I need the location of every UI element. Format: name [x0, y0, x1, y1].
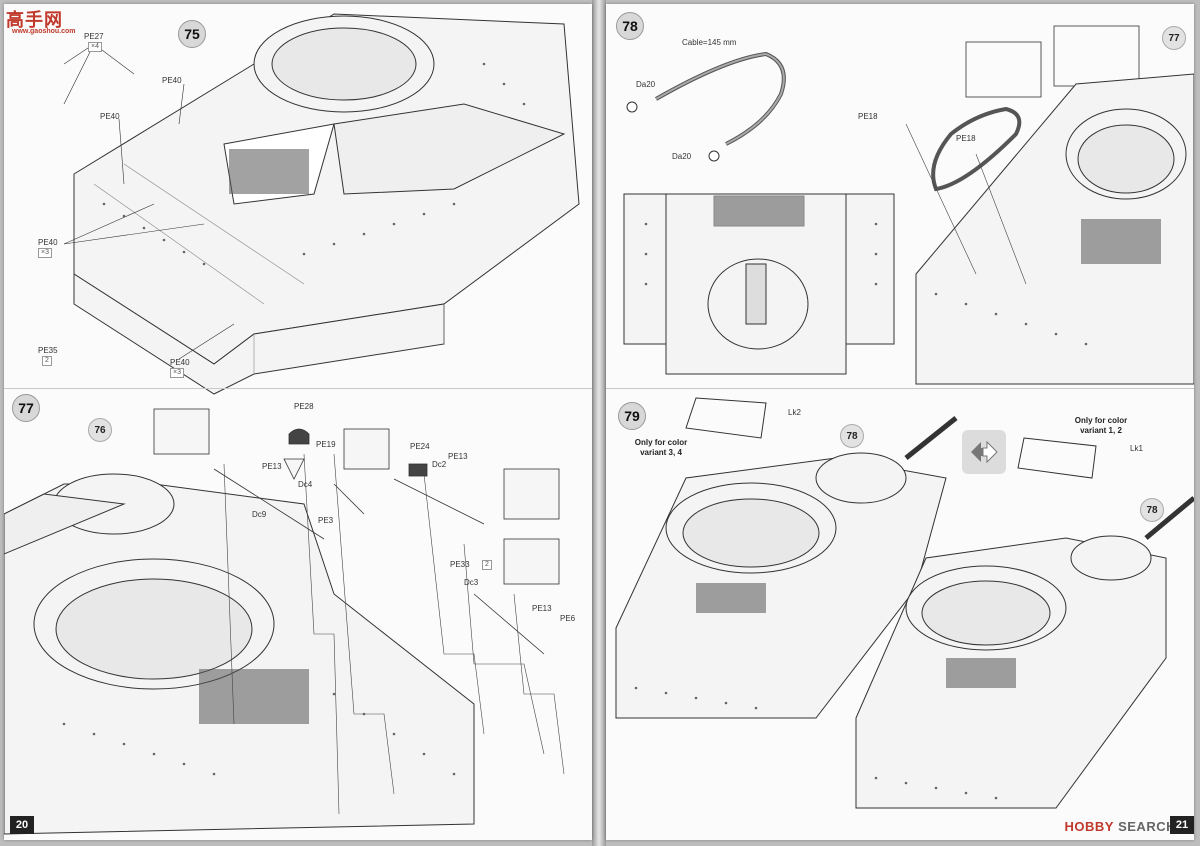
label-pe13-c: PE13: [532, 604, 552, 613]
label-da20-a: Da20: [636, 80, 656, 89]
qty-pe27: ×4: [88, 42, 102, 52]
label-pe40-bottom: PE40: [170, 358, 190, 367]
label-pe24: PE24: [410, 442, 430, 451]
step-divider: [4, 388, 592, 389]
left-page: 高手网 www.gaoshou.com 75: [4, 4, 592, 840]
label-dc9: Dc9: [252, 510, 267, 519]
right-page: 78 77: [606, 4, 1194, 840]
label-pe3: PE3: [318, 516, 334, 525]
label-cable-length: Cable=145 mm: [682, 38, 737, 47]
label-pe40-mid: PE40: [100, 112, 120, 121]
watermark-site: 高手网: [6, 10, 63, 31]
label-pe40-left: PE40: [38, 238, 58, 247]
label-lk1: Lk1: [1130, 444, 1143, 453]
qty-pe40-bottom: ×3: [170, 368, 184, 378]
arrow-swap-icon: [962, 430, 1006, 474]
step-77-hull-drawing: [4, 408, 565, 835]
label-pe33: PE33: [450, 560, 470, 569]
label-pe18-b: PE18: [956, 134, 976, 143]
step-79-number: 79: [618, 402, 646, 430]
label-da20-b: Da20: [672, 152, 692, 161]
step-divider-right: [606, 388, 1194, 389]
watermark-url: www.gaoshou.com: [12, 28, 76, 35]
step-77-number: 77: [12, 394, 40, 422]
variant-note-3-4: Only for color variant 3, 4: [634, 438, 688, 457]
qty-pe35: 2: [42, 356, 52, 366]
step-78-number: 78: [616, 12, 644, 40]
step-79-ref-a: 78: [840, 424, 864, 448]
label-pe28: PE28: [294, 402, 314, 411]
label-dc4: Dc4: [298, 480, 313, 489]
label-pe19: PE19: [316, 440, 336, 449]
label-pe40-top: PE40: [162, 76, 182, 85]
step-78-ref: 77: [1162, 26, 1186, 50]
variant-note-1-2: Only for color variant 1, 2: [1074, 416, 1128, 435]
page-number-left: 20: [10, 816, 34, 834]
hobby-search-suffix: SEARCH: [1118, 819, 1176, 834]
step-78-drawing: [623, 25, 1194, 385]
qty-pe40-left: ×3: [38, 248, 52, 258]
hobby-search-logo: HOBBY SEARCH: [1065, 819, 1176, 834]
label-pe35: PE35: [38, 346, 58, 355]
step-77-ref: 76: [88, 418, 112, 442]
label-pe18-a: PE18: [858, 112, 878, 121]
step-79-ref-b: 78: [1140, 498, 1164, 522]
qty-pe33: 2: [482, 560, 492, 570]
step-75-number: 75: [178, 20, 206, 48]
label-pe13-b: PE13: [448, 452, 468, 461]
label-pe6: PE6: [560, 614, 576, 623]
label-lk2: Lk2: [788, 408, 801, 417]
label-pe13-a: PE13: [262, 462, 282, 471]
label-pe27: PE27: [84, 32, 104, 41]
label-dc2: Dc2: [432, 460, 447, 469]
page-gutter: [592, 0, 606, 846]
label-dc3: Dc3: [464, 578, 479, 587]
step-79-drawing: [615, 397, 1194, 809]
step-75-hull-drawing: [63, 13, 580, 395]
hobby-search-prefix: HOBBY: [1064, 819, 1114, 834]
page-number-right: 21: [1170, 816, 1194, 834]
